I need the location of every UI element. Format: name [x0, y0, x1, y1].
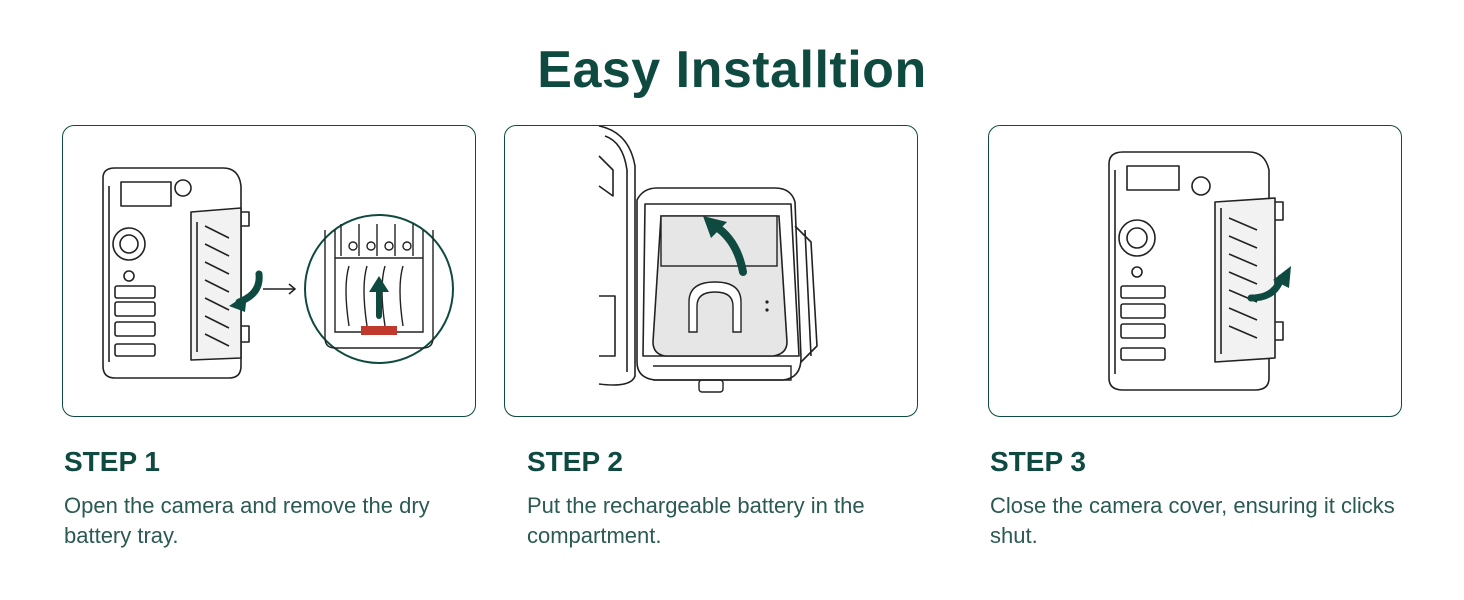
- battery-insert-illustration: [598, 126, 818, 393]
- step-3-title: STEP 3: [990, 446, 1086, 477]
- step-1-title: STEP 1: [64, 446, 160, 477]
- step-2-illustration-panel: [504, 125, 918, 417]
- camera-closed-illustration: [1108, 151, 1291, 391]
- step-3-description: Close the camera cover, ensuring it clic…: [990, 493, 1395, 548]
- step-1-description: Open the camera and remove the dry batte…: [64, 493, 430, 548]
- battery-tray-zoom-illustration: [304, 214, 454, 364]
- step-2-description: Put the rechargeable battery in the comp…: [527, 493, 865, 548]
- step-2-title: STEP 2: [527, 446, 623, 477]
- page-title: Easy Installtion: [537, 41, 927, 99]
- camera-open-illustration: [102, 167, 454, 379]
- step-3-illustration-panel: [988, 125, 1402, 417]
- step-1-illustration-panel: [62, 125, 476, 417]
